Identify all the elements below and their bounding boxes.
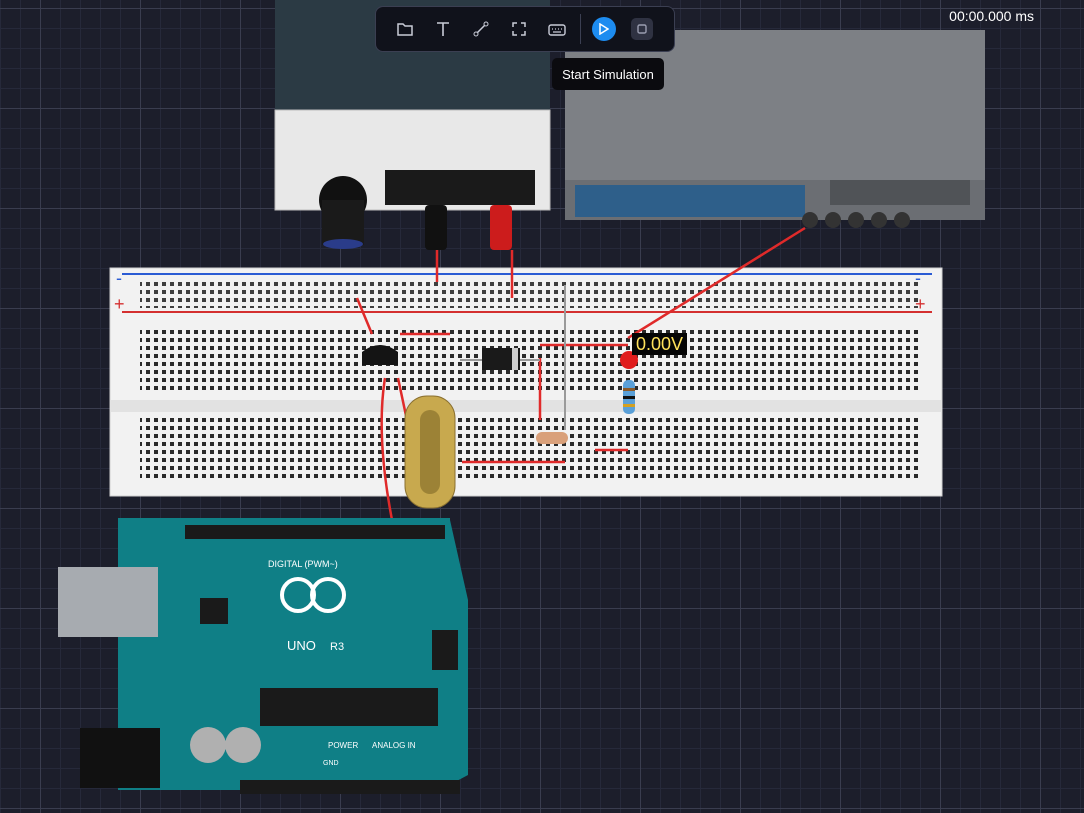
rail-plus-label: + (114, 294, 125, 314)
toolbar-divider (580, 14, 581, 44)
inductor[interactable] (404, 395, 456, 509)
capacitor[interactable] (536, 432, 568, 444)
rail-minus-label-right: - (915, 268, 921, 288)
wire-icon[interactable] (462, 10, 500, 48)
arduino-rev-label: R3 (330, 641, 344, 653)
breadboard[interactable] (109, 267, 943, 497)
arduino-board[interactable] (58, 518, 468, 794)
stop-icon (631, 18, 653, 40)
arduino-power-label: POWER (328, 741, 358, 750)
folder-icon[interactable] (386, 10, 424, 48)
voltage-probe-readout: 0.00V (632, 333, 688, 355)
text-icon[interactable] (424, 10, 462, 48)
rail-plus-label-right: + (915, 294, 926, 314)
stop-simulation-button[interactable] (623, 10, 661, 48)
toolbar (375, 6, 675, 52)
start-simulation-button[interactable] (585, 10, 623, 48)
keyboard-icon[interactable] (538, 10, 576, 48)
diode[interactable] (460, 348, 540, 370)
simulation-timer: 00:00.000 ms (949, 8, 1034, 24)
play-icon (592, 17, 616, 41)
arduino-analog-label: ANALOG IN (372, 741, 416, 750)
start-simulation-tooltip: Start Simulation (552, 58, 664, 90)
resistor[interactable] (623, 380, 635, 414)
arduino-model-label: UNO (287, 638, 316, 653)
arduino-digital-label: DIGITAL (PWM~) (268, 559, 338, 569)
arduino-gnd-label: GND (323, 760, 339, 767)
rail-minus-label: - (116, 268, 122, 288)
led[interactable] (620, 351, 638, 369)
transistor[interactable] (362, 345, 398, 365)
fullscreen-icon[interactable] (500, 10, 538, 48)
